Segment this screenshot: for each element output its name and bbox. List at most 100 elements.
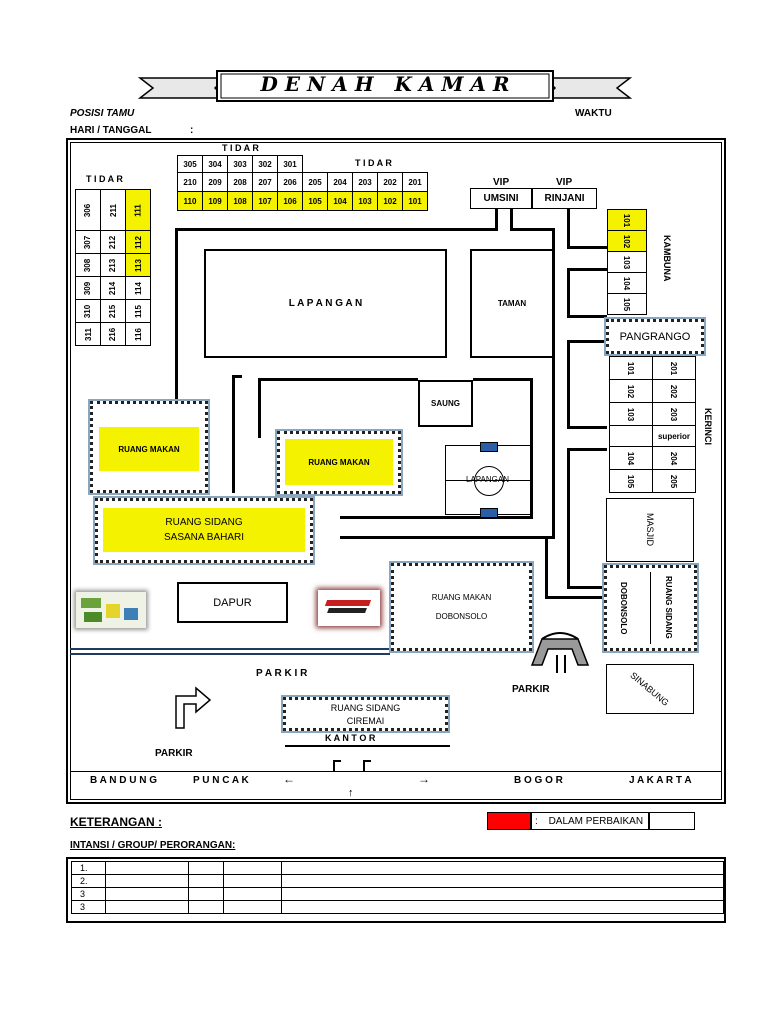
room-102[interactable]: 102 bbox=[377, 191, 403, 211]
kambuna-room-105-label: 105 bbox=[622, 297, 632, 311]
room-113-label: 113 bbox=[133, 258, 143, 272]
room-215[interactable]: 215 bbox=[100, 299, 126, 323]
room-ruang-makan-1[interactable]: RUANG MAKAN bbox=[90, 401, 208, 493]
room-pangrango[interactable]: PANGRANGO bbox=[606, 319, 704, 354]
kerinci-label: KERINCI bbox=[703, 408, 713, 446]
kerinci-room-201[interactable]: 201 bbox=[652, 356, 696, 380]
room-rinjani[interactable]: RINJANI bbox=[532, 188, 597, 209]
logo-right bbox=[318, 590, 380, 626]
room-205[interactable]: 205 bbox=[302, 172, 328, 192]
room-115[interactable]: 115 bbox=[125, 299, 151, 323]
room-309-label: 309 bbox=[83, 281, 93, 295]
room-214[interactable]: 214 bbox=[100, 276, 126, 300]
intansi-cell[interactable] bbox=[223, 861, 282, 875]
room-202[interactable]: 202 bbox=[377, 172, 403, 192]
kambuna-room-105[interactable]: 105 bbox=[607, 293, 647, 315]
kerinci-superior[interactable]: superior bbox=[652, 425, 696, 447]
room-311[interactable]: 311 bbox=[75, 322, 101, 346]
room-206[interactable]: 206 bbox=[277, 172, 303, 192]
room-111[interactable]: 111 bbox=[125, 189, 151, 231]
kerinci-room-205[interactable]: 205 bbox=[652, 469, 696, 493]
room-110[interactable]: 110 bbox=[177, 191, 203, 211]
kambuna-room-102[interactable]: 102 bbox=[607, 230, 647, 252]
room-114[interactable]: 114 bbox=[125, 276, 151, 300]
kerinci-room-102[interactable]: 102 bbox=[609, 379, 653, 403]
room-216[interactable]: 216 bbox=[100, 322, 126, 346]
intansi-cell[interactable] bbox=[188, 887, 225, 901]
kambuna-label: KAMBUNA bbox=[662, 235, 672, 282]
intansi-cell[interactable] bbox=[280, 874, 725, 888]
intansi-cell[interactable] bbox=[104, 874, 190, 888]
room-204[interactable]: 204 bbox=[327, 172, 353, 192]
road bbox=[567, 586, 607, 589]
room-308[interactable]: 308 bbox=[75, 253, 101, 277]
intansi-cell[interactable] bbox=[223, 887, 282, 901]
intansi-cell[interactable] bbox=[104, 861, 190, 875]
room-101[interactable]: 101 bbox=[402, 191, 428, 211]
legend-swatch bbox=[487, 812, 531, 830]
room-210[interactable]: 210 bbox=[177, 172, 203, 192]
room-301[interactable]: 301 bbox=[277, 155, 303, 173]
room-ruang-makan-dobonsolo[interactable]: RUANG MAKAN DOBONSOLO bbox=[391, 563, 532, 651]
intansi-cell[interactable] bbox=[188, 874, 225, 888]
kerinci-room-104[interactable]: 104 bbox=[609, 446, 653, 470]
room-215-label: 215 bbox=[108, 304, 118, 318]
kerinci-room-101[interactable]: 101 bbox=[609, 356, 653, 380]
area-lapangan: L A P A N G A N bbox=[204, 249, 447, 358]
room-203[interactable]: 203 bbox=[352, 172, 378, 192]
intansi-cell[interactable] bbox=[188, 861, 225, 875]
room-303[interactable]: 303 bbox=[227, 155, 253, 173]
room-dobonsolo-sidang[interactable]: DOBONSOLO RUANG SIDANG bbox=[604, 565, 697, 651]
kambuna-room-101[interactable]: 101 bbox=[607, 209, 647, 231]
room-309[interactable]: 309 bbox=[75, 276, 101, 300]
kambuna-room-103[interactable]: 103 bbox=[607, 251, 647, 273]
room-304[interactable]: 304 bbox=[202, 155, 228, 173]
room-213[interactable]: 213 bbox=[100, 253, 126, 277]
kerinci-room-103[interactable]: 103 bbox=[609, 402, 653, 426]
road bbox=[363, 760, 371, 762]
room-112[interactable]: 112 bbox=[125, 230, 151, 254]
room-103[interactable]: 103 bbox=[352, 191, 378, 211]
room-305[interactable]: 305 bbox=[177, 155, 203, 173]
room-ruang-makan-2[interactable]: RUANG MAKAN bbox=[277, 431, 401, 494]
room-105[interactable]: 105 bbox=[302, 191, 328, 211]
kerinci-room-203[interactable]: 203 bbox=[652, 402, 696, 426]
room-211[interactable]: 211 bbox=[100, 189, 126, 231]
intansi-cell[interactable] bbox=[223, 874, 282, 888]
road bbox=[70, 648, 390, 650]
room-umsini[interactable]: UMSINI bbox=[470, 188, 532, 209]
legend-empty-box bbox=[649, 812, 695, 830]
intansi-cell[interactable] bbox=[104, 900, 190, 914]
room-201[interactable]: 201 bbox=[402, 172, 428, 192]
room-306[interactable]: 306 bbox=[75, 189, 101, 231]
room-207[interactable]: 207 bbox=[252, 172, 278, 192]
kerinci-room-105[interactable]: 105 bbox=[609, 469, 653, 493]
room-208[interactable]: 208 bbox=[227, 172, 253, 192]
room-209[interactable]: 209 bbox=[202, 172, 228, 192]
room-212[interactable]: 212 bbox=[100, 230, 126, 254]
room-104[interactable]: 104 bbox=[327, 191, 353, 211]
intansi-cell[interactable] bbox=[280, 887, 725, 901]
room-106[interactable]: 106 bbox=[277, 191, 303, 211]
intansi-cell[interactable] bbox=[280, 861, 725, 875]
kerinci-room-204[interactable]: 204 bbox=[652, 446, 696, 470]
room-107[interactable]: 107 bbox=[252, 191, 278, 211]
room-sasana-bahari[interactable]: RUANG SIDANG SASANA BAHARI bbox=[95, 498, 313, 563]
intansi-row-number: 3 bbox=[71, 887, 106, 901]
intansi-cell[interactable] bbox=[104, 887, 190, 901]
room-109[interactable]: 109 bbox=[202, 191, 228, 211]
room-108[interactable]: 108 bbox=[227, 191, 253, 211]
intansi-cell[interactable] bbox=[223, 900, 282, 914]
kerinci-room-202[interactable]: 202 bbox=[652, 379, 696, 403]
room-310[interactable]: 310 bbox=[75, 299, 101, 323]
kambuna-room-104[interactable]: 104 bbox=[607, 272, 647, 294]
intansi-cell[interactable] bbox=[280, 900, 725, 914]
room-307[interactable]: 307 bbox=[75, 230, 101, 254]
room-302[interactable]: 302 bbox=[252, 155, 278, 173]
room-113[interactable]: 113 bbox=[125, 253, 151, 277]
road bbox=[495, 208, 498, 231]
intansi-cell[interactable] bbox=[188, 900, 225, 914]
room-116[interactable]: 116 bbox=[125, 322, 151, 346]
room-ruang-sidang-ciremai[interactable]: RUANG SIDANG CIREMAI bbox=[283, 697, 448, 731]
